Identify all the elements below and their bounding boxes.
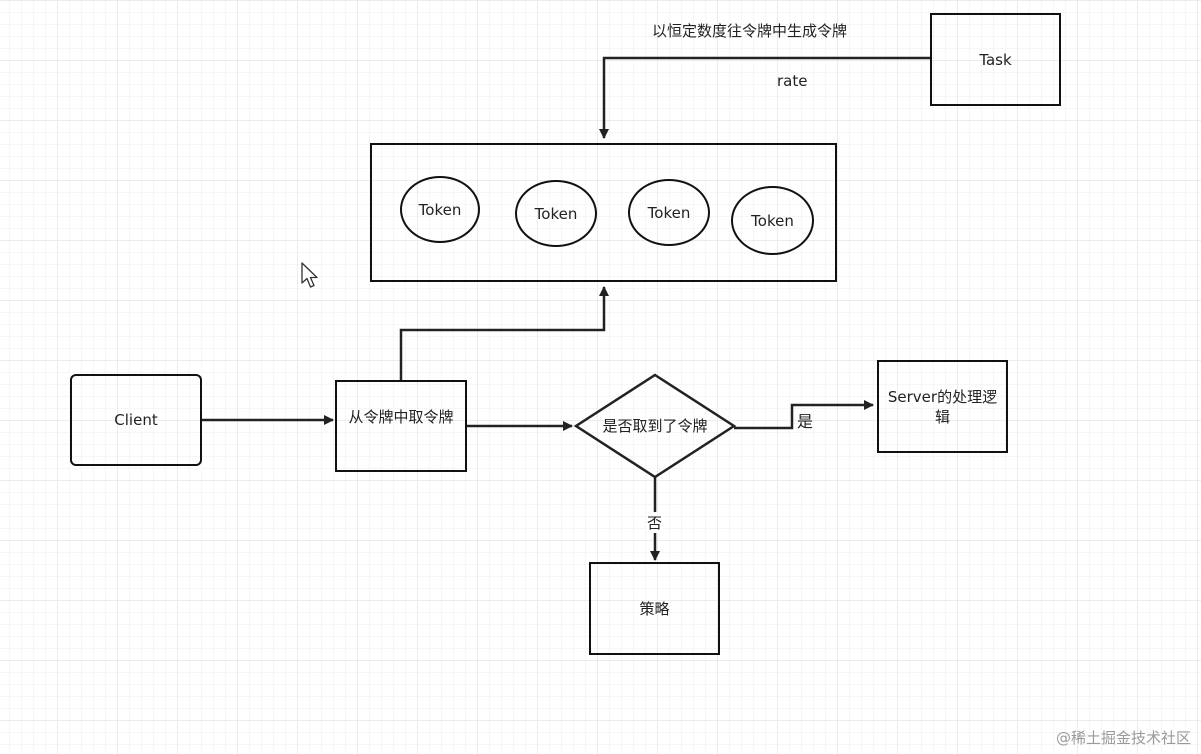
token-label: Token — [418, 200, 462, 219]
server-label: Server的处理逻辑 — [887, 388, 998, 426]
rate-label: rate — [777, 72, 808, 90]
client-node: Client — [70, 374, 202, 466]
client-label: Client — [114, 411, 158, 429]
task-label: Task — [979, 50, 1012, 69]
task-node: Task — [930, 13, 1061, 106]
token-3: Token — [628, 179, 710, 246]
token-bucket — [370, 143, 837, 282]
yes-label: 是 — [797, 412, 814, 431]
decision-label: 是否取到了令牌 — [602, 417, 708, 435]
token-2: Token — [515, 180, 597, 247]
take-token-label: 从令牌中取令牌 — [348, 408, 454, 426]
token-label: Token — [751, 211, 794, 230]
take-to-bucket-arrow — [399, 286, 609, 380]
no-label: 否 — [646, 512, 664, 533]
token-1: Token — [400, 176, 480, 243]
generate-rate-label: 以恒定数度往令牌中生成令牌 — [652, 22, 848, 40]
strategy-label: 策略 — [639, 599, 670, 618]
token-4: Token — [731, 186, 814, 255]
mouse-cursor-icon — [301, 262, 318, 288]
yes-arrow — [734, 400, 874, 430]
strategy-node: 策略 — [589, 562, 720, 655]
server-node: Server的处理逻辑 — [877, 360, 1008, 453]
token-label: Token — [647, 203, 691, 222]
watermark: @稀土掘金技术社区 — [1055, 729, 1191, 747]
task-to-bucket-arrow — [599, 56, 930, 139]
take-token-node: 从令牌中取令牌 — [335, 380, 467, 472]
token-label: Token — [534, 204, 578, 223]
